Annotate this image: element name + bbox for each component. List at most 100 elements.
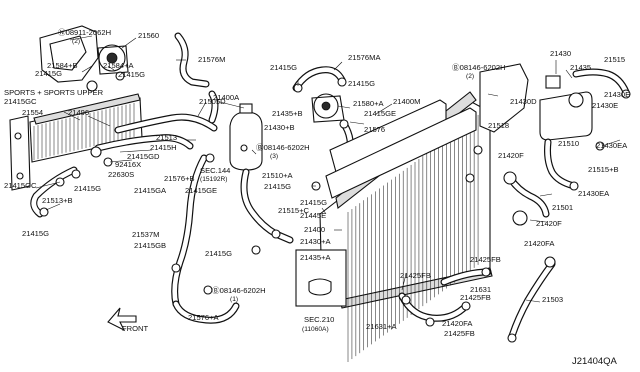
label-21430b: 21430+B bbox=[264, 123, 295, 132]
label-22630s: 22630S bbox=[108, 170, 134, 179]
label-08146-b-qty: (1) bbox=[230, 296, 238, 303]
label-sec144: SEC.144 bbox=[200, 166, 230, 175]
label-21503: 21503 bbox=[542, 295, 563, 304]
hose-21501 bbox=[506, 174, 550, 218]
label-21505d: 21505D bbox=[199, 97, 226, 106]
label-21415h: 21415H bbox=[150, 143, 177, 152]
diagram-reference-code: J21404QA bbox=[572, 356, 618, 367]
label-92416x: 92416X bbox=[115, 160, 141, 169]
hose-21513b bbox=[30, 166, 78, 218]
label-21430: 21430 bbox=[550, 49, 571, 58]
label-21513: 21513 bbox=[156, 133, 177, 142]
label-21415g-t2: 21415G bbox=[348, 79, 375, 88]
label-21415ge-1: 21415GE bbox=[185, 186, 217, 195]
clamps-right bbox=[503, 89, 631, 226]
hose-21576a bbox=[172, 300, 240, 324]
label-21415g-t1: 21415G bbox=[270, 63, 297, 72]
label-21576: 21576 bbox=[364, 125, 385, 134]
label-21420f-2: 21420F bbox=[536, 219, 562, 228]
reservoir-bracket-21518 bbox=[479, 63, 529, 133]
label-21400m: 21400M bbox=[393, 97, 420, 106]
label-21631a: 21631+A bbox=[366, 322, 398, 331]
front-arrow bbox=[107, 307, 137, 332]
reservoir-tank bbox=[229, 103, 263, 171]
label-21415g-l2: 21415G bbox=[22, 229, 49, 238]
label-21501: 21501 bbox=[552, 203, 573, 212]
label-21400a: 21400A bbox=[213, 93, 240, 102]
label-21510: 21510 bbox=[558, 139, 579, 148]
thermostat-housing bbox=[311, 93, 345, 123]
hose-21576ma bbox=[292, 66, 346, 92]
hose-21505d bbox=[94, 134, 194, 152]
leader-lines bbox=[35, 35, 621, 303]
label-21515c: 21515+C bbox=[278, 206, 310, 215]
label-21576b: 21576+B bbox=[164, 174, 195, 183]
label-21425fb-3: 21425FB bbox=[460, 293, 491, 302]
label-08146-6202h-b: Ⓑ08146-6202H bbox=[212, 286, 266, 295]
label-sec210-sub: (11060A) bbox=[302, 326, 329, 333]
label-08146-6202h-m: Ⓑ08146-6202H bbox=[256, 143, 310, 152]
part-labels: Ⓝ08911-2062H (2) 21560 21576M 21584+B 21… bbox=[4, 28, 630, 367]
label-08911-2062h: Ⓝ08911-2062H bbox=[58, 28, 111, 37]
label-21496: 21496 bbox=[68, 108, 89, 117]
label-21518: 21518 bbox=[488, 121, 509, 130]
label-21415g-tl1: 21415G bbox=[35, 69, 62, 78]
label-21415ga: 21415GA bbox=[134, 186, 167, 195]
label-21415g-c2: 21415G bbox=[300, 198, 327, 207]
condenser-21400m bbox=[325, 99, 477, 199]
label-21510a: 21510+A bbox=[262, 171, 294, 180]
clamps-bottom bbox=[401, 256, 556, 343]
label-21430a: 21430+A bbox=[300, 237, 332, 246]
label-21631: 21631 bbox=[470, 285, 491, 294]
hose-21537m bbox=[171, 154, 208, 308]
label-21415gb: 21415GB bbox=[134, 241, 166, 250]
label-08911-qty: (2) bbox=[72, 38, 80, 45]
label-21576ma: 21576MA bbox=[348, 53, 381, 62]
label-21430ea-1: 21430EA bbox=[596, 141, 628, 150]
label-21515: 21515 bbox=[604, 55, 625, 64]
label-21425fb-2: 21425FB bbox=[470, 255, 501, 264]
label-21415gc-1: 21415GC bbox=[4, 97, 37, 106]
label-21415ge-2: 21415GE bbox=[364, 109, 396, 118]
label-08146-r-qty: (2) bbox=[466, 73, 474, 80]
label-21430d: 21430D bbox=[510, 97, 537, 106]
label-21420fa-2: 21420FA bbox=[442, 319, 473, 328]
label-sec210: SEC.210 bbox=[304, 315, 334, 324]
label-21415g-tl2: 21415G bbox=[118, 70, 145, 79]
reserve-tank-21510 bbox=[539, 75, 593, 141]
label-21445e: 21445E bbox=[300, 211, 326, 220]
inset-radiator-cap bbox=[295, 249, 347, 307]
hose-21513 bbox=[114, 90, 219, 134]
hose-21515 bbox=[572, 68, 630, 96]
label-21420f-1: 21420F bbox=[498, 151, 524, 160]
label-21584a: 21584+A bbox=[103, 61, 135, 70]
label-21425fb-4: 21425FB bbox=[444, 329, 475, 338]
label-sec144-sub: (15192R) bbox=[200, 176, 228, 183]
label-21515b: 21515+B bbox=[588, 165, 619, 174]
label-21425fb-1: 21425FB bbox=[400, 271, 431, 280]
hose-21515b bbox=[544, 138, 578, 190]
label-21420fa-1: 21420FA bbox=[524, 239, 555, 248]
label-21430e-1: 21430E bbox=[604, 90, 630, 99]
label-21580a: 21580+A bbox=[353, 99, 385, 108]
label-21435b: 21435+B bbox=[272, 109, 303, 118]
label-21435: 21435 bbox=[570, 63, 591, 72]
label-21415g-m: 21415G bbox=[205, 249, 232, 258]
clamps-center bbox=[171, 77, 349, 295]
label-21415g-c: 21415G bbox=[264, 182, 291, 191]
label-21576a: 21576+A bbox=[188, 313, 220, 322]
label-front: FRONT bbox=[122, 324, 149, 333]
label-sports: SPORTS + SPORTS UPPER bbox=[4, 88, 104, 97]
label-21415gc-2: 21415GC bbox=[4, 181, 37, 190]
label-21576m: 21576M bbox=[198, 55, 225, 64]
label-08146-m-qty: (3) bbox=[270, 153, 278, 160]
water-pump-bracket bbox=[39, 25, 129, 92]
hose-21515c bbox=[240, 168, 294, 244]
label-08146-6202h-r: Ⓑ08146-6202H bbox=[452, 63, 506, 72]
hose-21576m bbox=[174, 32, 210, 88]
label-21513b: 21513+B bbox=[42, 196, 73, 205]
label-21584b: 21584+B bbox=[47, 61, 78, 70]
label-21430ea-2: 21430EA bbox=[578, 189, 610, 198]
label-21415g-l1: 21415G bbox=[74, 184, 101, 193]
